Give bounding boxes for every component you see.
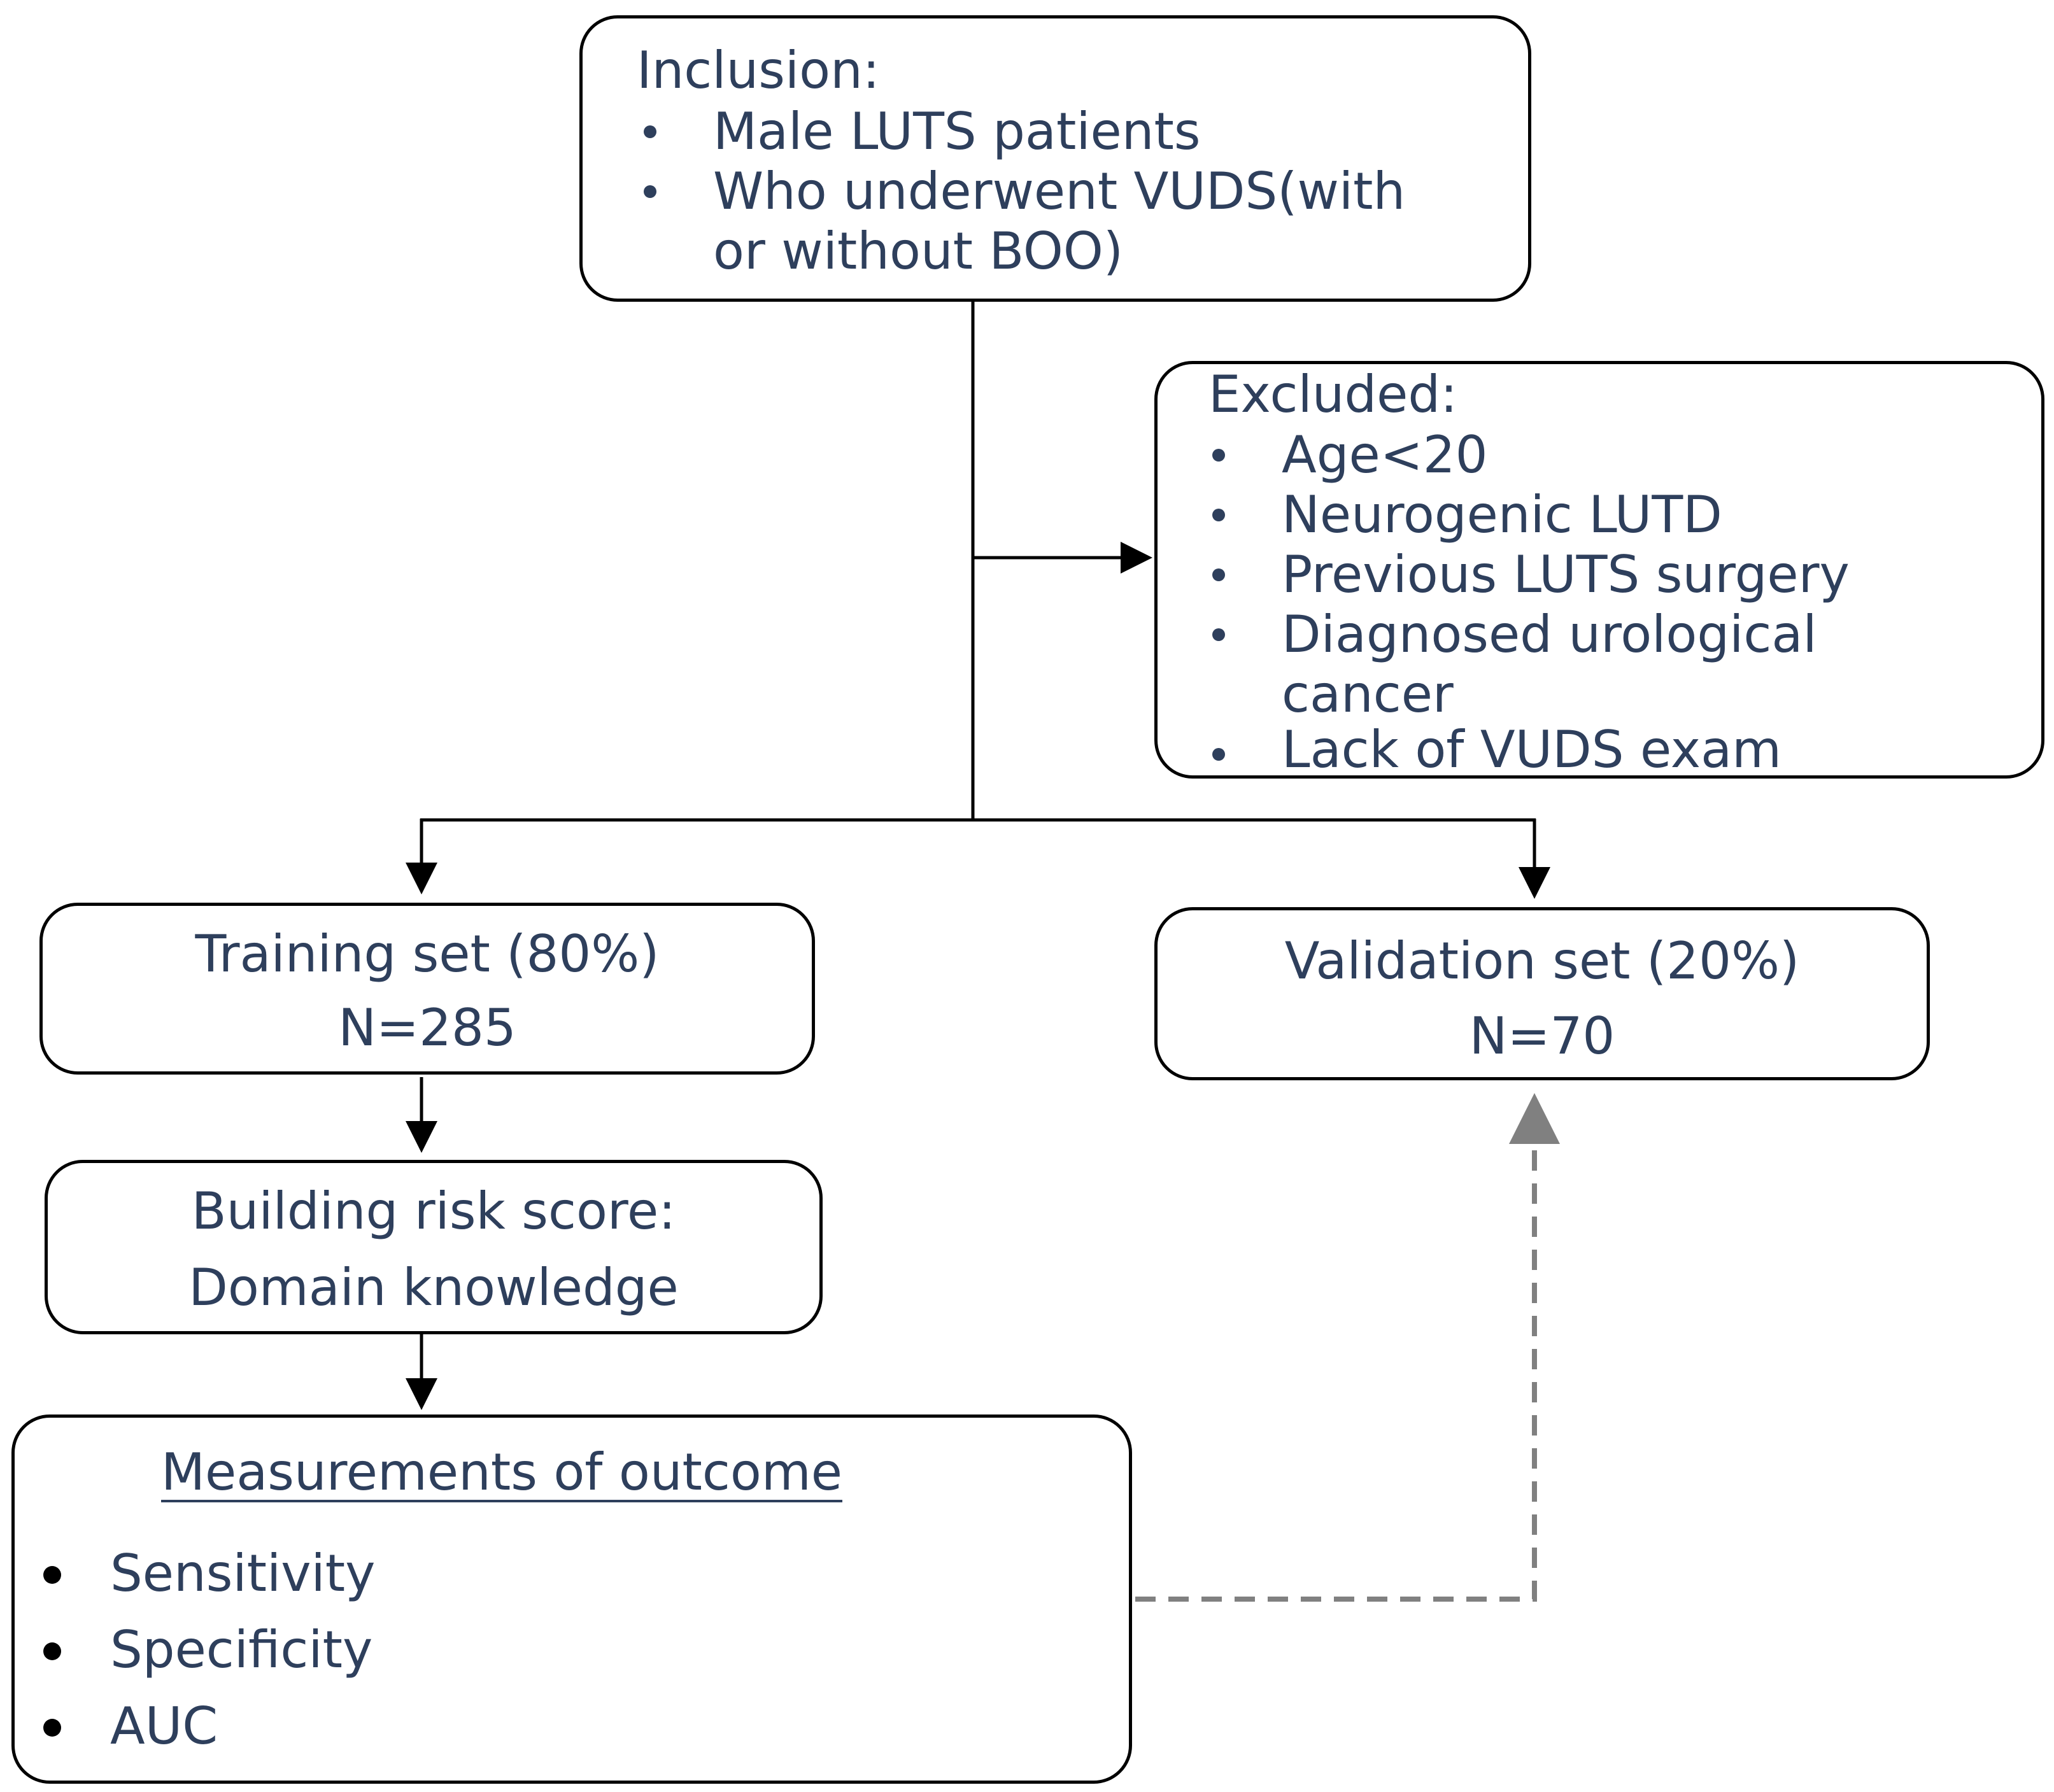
bullet-icon (644, 185, 656, 198)
training-set-label: Training set (80%) (195, 924, 660, 984)
excluded-item-5: Lack of VUDS exam (1282, 720, 1782, 779)
inclusion-item-2-cont: or without BOO) (713, 222, 1124, 281)
validation-set-box: Validation set (20%) N=70 (1154, 907, 1930, 1080)
training-set-count: N=285 (338, 998, 516, 1057)
bullet-icon (1212, 509, 1225, 521)
outcome-item-2: Specificity (110, 1620, 373, 1679)
outcome-box: Measurements of outcome Sensitivity Spec… (11, 1415, 1132, 1784)
bullet-icon (1212, 748, 1225, 761)
outcome-item-1: Sensitivity (110, 1544, 376, 1603)
excluded-item-3: Previous LUTS surgery (1282, 545, 1850, 604)
excluded-item-4: Diagnosed urological (1282, 605, 1817, 664)
bullet-icon (1212, 568, 1225, 581)
bullet-icon (1212, 449, 1225, 462)
inclusion-item-1: Male LUTS patients (713, 102, 1201, 161)
inclusion-box: Inclusion: Male LUTS patients Who underw… (579, 15, 1531, 302)
dashed-arrow-outcome-to-validation (1135, 1093, 1560, 1602)
bullet-icon (43, 1719, 61, 1737)
risk-score-label: Building risk score: (191, 1182, 676, 1241)
bullet-icon (644, 125, 656, 138)
risk-score-method: Domain knowledge (188, 1258, 679, 1317)
bullet-icon (43, 1642, 61, 1660)
inclusion-item-2: Who underwent VUDS(with (713, 162, 1406, 221)
excluded-item-4-cont: cancer (1282, 665, 1454, 724)
training-set-box: Training set (80%) N=285 (39, 903, 815, 1075)
bullet-icon (1212, 628, 1225, 641)
outcome-item-3: AUC (110, 1697, 218, 1756)
validation-set-count: N=70 (1469, 1006, 1615, 1066)
risk-score-box: Building risk score: Domain knowledge (45, 1160, 823, 1334)
excluded-item-2: Neurogenic LUTD (1282, 485, 1722, 544)
inclusion-title: Inclusion: (637, 41, 880, 100)
outcome-title: Measurements of outcome (161, 1443, 842, 1502)
excluded-box: Excluded: Age<20 Neurogenic LUTD Previou… (1154, 361, 2044, 779)
validation-set-label: Validation set (20%) (1284, 931, 1800, 991)
excluded-title: Excluded: (1208, 365, 1458, 424)
bullet-icon (43, 1566, 61, 1584)
excluded-item-1: Age<20 (1282, 425, 1488, 484)
